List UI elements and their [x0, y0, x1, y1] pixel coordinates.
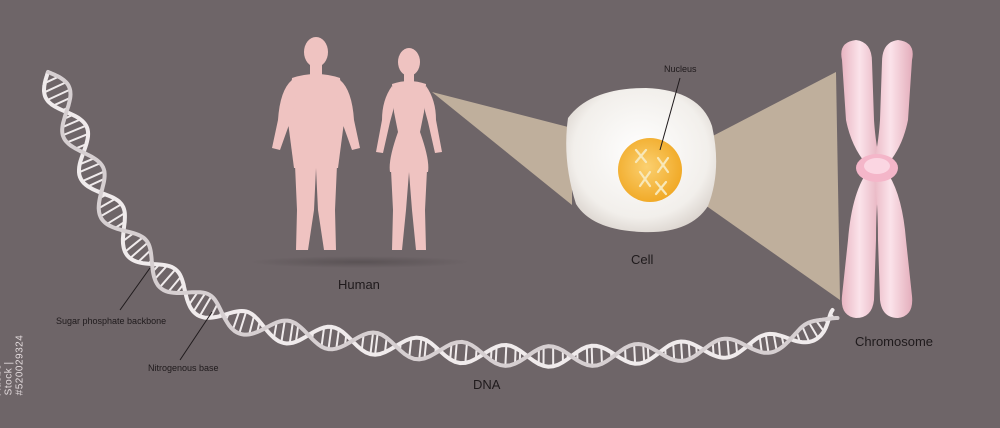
human-silhouettes [250, 37, 470, 268]
dna-base-pair [61, 124, 88, 137]
stock-id-watermark: Adobe Stock | #520029324 [0, 334, 26, 396]
dna-base-pair [46, 88, 71, 102]
dna-base-pair [383, 336, 388, 354]
dna-base-pair [280, 319, 286, 344]
dna-base-pair [514, 346, 517, 365]
dna-base-pair [369, 331, 375, 356]
base-label: Nitrogenous base [148, 363, 219, 373]
dna-base-pair [158, 268, 177, 289]
dna-base-pair [61, 118, 82, 129]
dna-base-pair [423, 339, 428, 360]
nucleus-leader-line [659, 77, 681, 151]
dna-base-pair [590, 344, 594, 367]
dna-base-pair [687, 341, 691, 360]
dna-base-pair [77, 162, 102, 174]
dna-base-pair [408, 337, 413, 359]
dna-base-pair [86, 177, 106, 188]
dna-base-pair [633, 343, 637, 365]
dna-base-pair [192, 292, 207, 313]
dna-base-pair [801, 325, 811, 343]
dna-strand-b [46, 70, 840, 368]
dna-base-pair [198, 295, 213, 318]
dna-base-pair [288, 321, 294, 345]
dna-base-pair [672, 342, 676, 362]
dna-base-pair [600, 346, 603, 365]
dna-base-pair [137, 249, 152, 264]
dna-base-pair [646, 345, 650, 362]
dna-base-pair [294, 324, 300, 343]
chromosome-label: Chromosome [855, 334, 934, 349]
dna-base-pair [585, 345, 589, 367]
dna-base-pair [209, 302, 219, 319]
base-leader-line [179, 311, 213, 361]
zoom-beam-cell-chromosome [705, 72, 840, 300]
male-silhouette [272, 37, 360, 250]
dna-base-pair [320, 326, 326, 348]
dna-label: DNA [473, 377, 501, 392]
dna-base-pair [66, 132, 90, 144]
dna-base-pair [81, 170, 106, 183]
dna-base-pair [642, 343, 646, 364]
dna-base-pair [97, 197, 117, 210]
dna-base-pair [272, 321, 278, 339]
dna-base-pair [43, 81, 68, 94]
dna-base-pair [717, 338, 722, 359]
nucleus-label: Nucleus [664, 64, 697, 74]
dna-base-pair [153, 264, 169, 281]
zoom-beam-human-cell [432, 92, 572, 205]
human-label: Human [338, 277, 380, 292]
dna-base-pair [374, 332, 379, 356]
dna-base-pair [78, 157, 96, 166]
dna-base-pair [772, 333, 778, 352]
cell-illustration [566, 77, 717, 233]
dna-base-pair [129, 241, 149, 260]
dna-base-pair [764, 333, 770, 354]
backbone-label: Sugar phosphate backbone [56, 316, 167, 326]
dna-base-pair [418, 337, 423, 361]
dna-base-pair [494, 345, 498, 365]
dna-base-pair [454, 341, 458, 363]
cell-chromosomes [634, 148, 670, 196]
dna-base-pair [335, 328, 340, 350]
dna-base-pair [248, 314, 256, 336]
female-silhouette [376, 48, 442, 250]
dna-base-pair [52, 96, 72, 107]
dna-base-pair [504, 343, 508, 367]
dna-base-pair [758, 335, 763, 354]
dna-base-pair [327, 325, 333, 351]
backbone-leader-line [119, 267, 151, 311]
dna-base-pair [99, 203, 123, 218]
dna-base-pair [124, 236, 144, 253]
dna-strand-a [42, 70, 835, 369]
dna-base-pair [464, 341, 468, 364]
dna-base-pair [105, 212, 126, 226]
dna-base-pair [360, 333, 365, 351]
dna-helix [42, 70, 840, 369]
dna-base-pair [231, 310, 241, 331]
nucleus-shape [618, 138, 682, 202]
dna-base-pair [238, 310, 248, 335]
dna-base-pair [167, 275, 182, 293]
chromosome-illustration [841, 40, 913, 318]
dna-base-pair [188, 291, 199, 306]
dna-base-pair [680, 340, 684, 362]
dna-base-pair [449, 342, 453, 361]
dna-base-pair [807, 321, 820, 339]
cell-label: Cell [631, 252, 654, 267]
dna-base-pair [726, 337, 730, 359]
